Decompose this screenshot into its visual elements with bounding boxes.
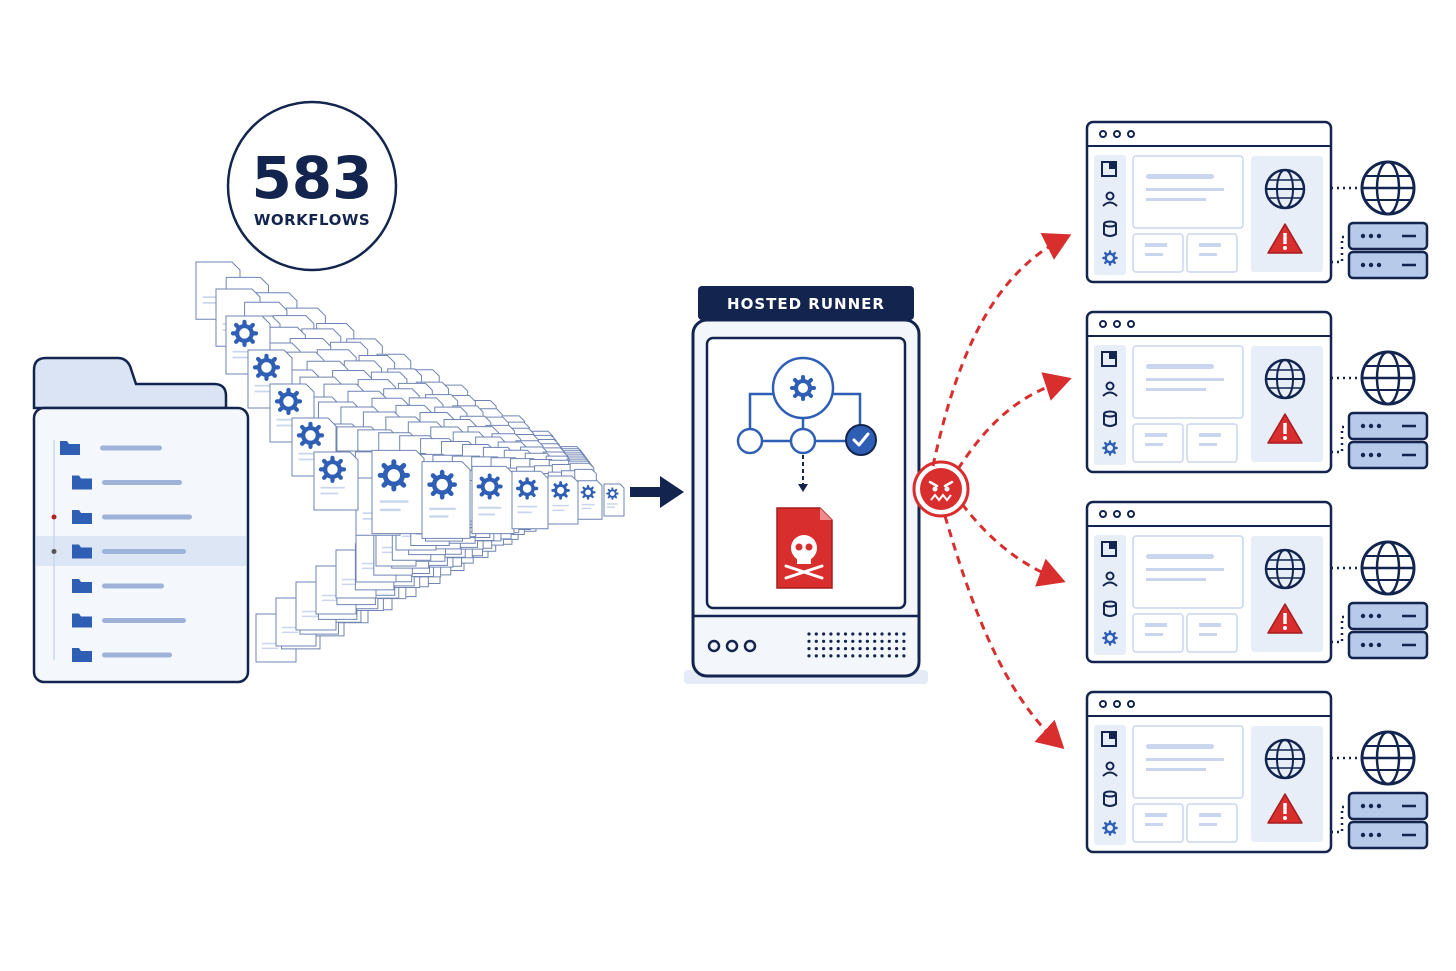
hosted-runner: HOSTED RUNNER [684,286,928,684]
window-dot [1113,320,1121,328]
runner-base [707,632,906,658]
user-icon [1105,381,1115,391]
window-dot [1127,130,1135,138]
window-dot [1127,320,1135,328]
target-window [1085,120,1429,284]
folder-tree-item [72,648,172,662]
window-dot [1113,130,1121,138]
window-dot [1127,700,1135,708]
folder-icon [72,579,92,593]
workflow-count: 583 [251,144,372,212]
folder-icon [60,441,80,455]
user-icon [1105,761,1115,771]
target-window [1085,310,1429,474]
malicious-file-icon [776,507,833,589]
workflow-file [511,470,549,530]
folder-icon [72,613,92,628]
workflow-file-stack [195,261,625,663]
repository-folder [32,356,250,684]
folder-tree-item [72,613,186,628]
window-dot [1099,130,1107,138]
pipeline-step-node [789,427,817,455]
pipeline-step-node [736,427,764,455]
server-icon [1347,630,1429,660]
folder-icon [72,510,92,524]
workflow-file [313,451,359,511]
workflow-file [371,449,425,535]
folder-icon [72,544,92,559]
folder-tree-item [72,475,182,490]
workflow-count-label: WORKFLOWS [254,211,370,229]
attacker-icon [912,460,970,518]
window-dot [1113,700,1121,708]
workflow-file [603,483,625,517]
window-dot [1113,510,1121,518]
flow-arrow [630,476,684,508]
target-window [1085,690,1429,854]
window-dot [1127,510,1135,518]
window-dot [1099,320,1107,328]
server-icon [1347,411,1429,441]
attack-arrows [931,232,1072,750]
server-icon [1347,820,1429,850]
server-icon [1347,601,1429,631]
folder-tree-item [51,544,186,559]
workflow-count-badge: 583 WORKFLOWS [226,100,398,272]
runner-label: HOSTED RUNNER [727,295,885,313]
workflow-file [471,465,515,535]
folder-tree-item [51,510,192,524]
check-icon [845,424,877,456]
user-icon [1105,571,1115,581]
target-systems [1085,120,1429,854]
folder-icon [72,648,92,662]
server-icon [1347,791,1429,821]
server-icon [1347,221,1429,251]
server-icon [1347,440,1429,470]
folder-icon [72,475,92,490]
user-icon [1105,191,1115,201]
window-dot [1099,510,1107,518]
target-window [1085,500,1429,664]
workflow-file [421,461,471,539]
server-icon [1347,250,1429,280]
workflow-file [547,475,579,525]
window-dot [1099,700,1107,708]
folder-tree-item [60,441,162,455]
folder-tree-item [72,579,164,593]
pipeline-root-node [771,356,835,420]
runner-label-bg [698,286,914,320]
workflow-file [577,480,603,520]
